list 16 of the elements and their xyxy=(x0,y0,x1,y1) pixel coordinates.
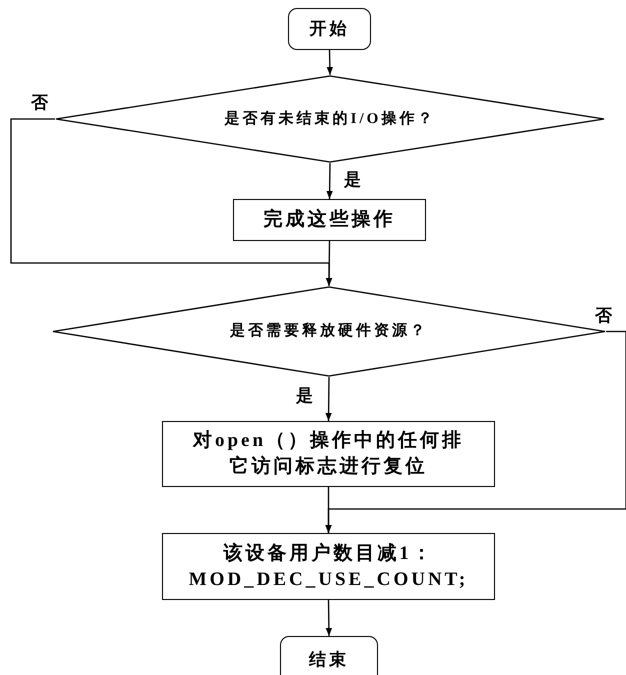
edge-label: 否 xyxy=(30,93,49,113)
process-box: 完成这些操作 xyxy=(233,199,426,241)
decision-diamond: 是否有未结束的I/O操作？ xyxy=(55,75,605,163)
edge-label: 是 xyxy=(295,386,314,406)
edge-label: 是 xyxy=(343,170,362,190)
process-box: 对open（）操作中的任何排它访问标志进行复位 xyxy=(162,421,495,487)
arrow xyxy=(326,600,332,636)
arrow xyxy=(326,50,334,76)
arrow xyxy=(10,118,332,286)
arrow xyxy=(325,377,332,421)
end-box: 结束 xyxy=(280,636,378,675)
process-box: 该设备用户数目减1： MOD_DEC_USE_COUNT; xyxy=(162,533,495,600)
arrow xyxy=(325,330,626,533)
arrow xyxy=(326,163,333,199)
edge-label: 否 xyxy=(594,306,613,326)
start-box: 开始 xyxy=(288,8,371,50)
